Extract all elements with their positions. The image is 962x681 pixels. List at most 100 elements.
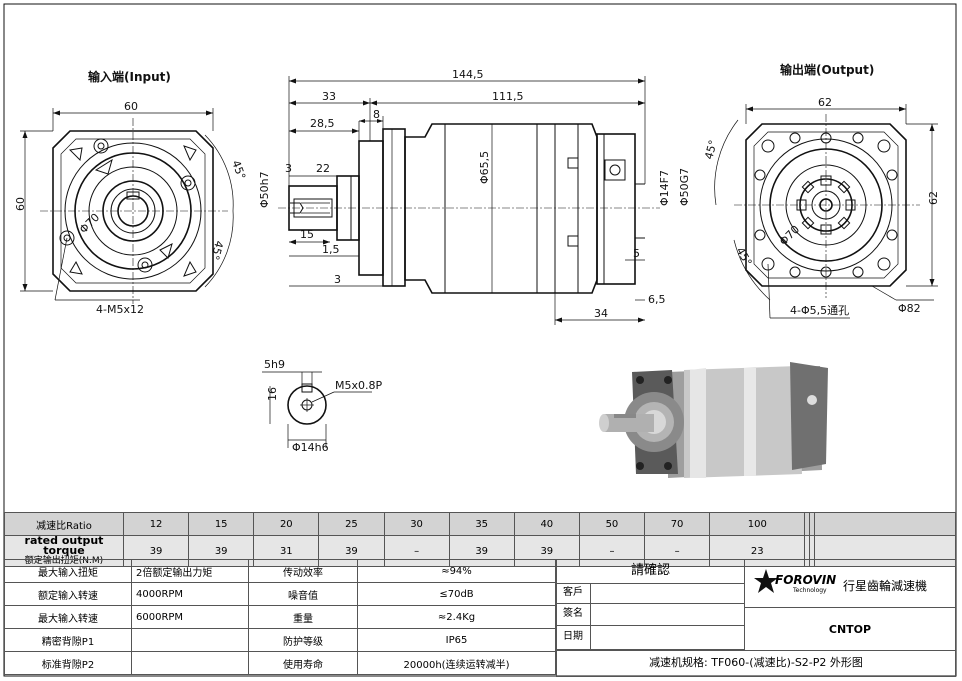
ratio-cell: 40: [513, 512, 580, 536]
brand-name: FOROVIN: [775, 573, 837, 587]
output-angle-dim: 45°: [702, 139, 720, 161]
shaft-key-detail: 5h9 M5x0.8P 16 Φ14h6: [262, 358, 382, 454]
ratio-row: 减速比Ratio 12 15 20 25 30 35 40 50 70 100: [4, 512, 956, 536]
drawing-border: [3, 3, 957, 677]
product-code: CNTOP: [828, 623, 872, 636]
ratio-cell: 100: [709, 512, 806, 536]
output-pcd-dim: Φ70: [777, 223, 802, 248]
spec-value: 6000RPM: [131, 605, 249, 629]
side-bore-dim: Φ50h7: [258, 171, 271, 208]
ratio-table: 减速比Ratio 12 15 20 25 30 35 40 50 70 100 …: [4, 512, 956, 567]
spec-label: 标准背隙P2: [4, 651, 132, 675]
ratio-cell: 15: [188, 512, 255, 536]
input-holes-callout: 4-M5x12: [96, 303, 144, 316]
brand-star-icon: [754, 569, 778, 593]
company-name: 行星齒輪減速機: [843, 579, 928, 593]
input-angle-bottom: 45°: [208, 239, 226, 261]
spec-label: 传动效率: [248, 559, 358, 583]
gearbox-3d-render: [599, 362, 828, 478]
confirm-label: 請確認: [557, 560, 745, 584]
brand-cell: FOROVIN Technology 行星齒輪減速機: [745, 560, 955, 608]
title-block: 請確認 客戶 簽名 日期 FOROVIN Technology 行星齒輪減速機 …: [556, 559, 956, 677]
input-height-dim: 60: [14, 197, 27, 211]
key-thread-dim: M5x0.8P: [335, 379, 382, 392]
spec-value: 20000h(连续运转减半): [357, 651, 556, 675]
side-d3b: 3: [334, 273, 341, 286]
input-width-dim: 60: [124, 100, 138, 113]
spec-row: 精密背隙P1 防护等级 IP65: [4, 628, 556, 652]
spec-label: 额定输入转速: [4, 582, 132, 606]
spec-label: 防护等级: [248, 628, 358, 652]
spec-table: 最大输入扭矩 2倍额定输出力矩 传动效率 ≈94% 额定输入转速 4000RPM…: [4, 559, 556, 675]
key-height-dim: 16: [266, 387, 279, 401]
spec-title: 减速机规格: TF060-(减速比)-S2-P2 外形图: [557, 650, 955, 676]
side-d285: 28,5: [310, 117, 335, 130]
ratio-cell: 25: [318, 512, 385, 536]
customer-label: 客戶: [557, 584, 591, 604]
spec-label: 重量: [248, 605, 358, 629]
side-d15b: 1,5: [322, 243, 340, 256]
date-field: [591, 626, 745, 650]
side-d8: 8: [373, 108, 380, 121]
torque-cell: –: [578, 535, 646, 567]
ratio-cell-blank: [814, 512, 956, 536]
side-shaft-dim: Φ14F7: [658, 170, 671, 206]
side-flange-dim: Φ50G7: [678, 168, 691, 206]
side-body-dim: Φ65,5: [478, 151, 491, 184]
spec-value: ≈2.4Kg: [357, 605, 556, 629]
ratio-cell: 70: [643, 512, 711, 536]
output-width-dim: 62: [818, 96, 832, 109]
side-d33: 33: [322, 90, 336, 103]
key-width-dim: 5h9: [264, 358, 285, 371]
output-view-label: 输出端(Output): [780, 62, 874, 77]
side-d22: 22: [316, 162, 330, 175]
output-holes-callout: 4-Φ5,5通孔: [790, 304, 849, 317]
date-label: 日期: [557, 626, 591, 650]
brand-subtitle: Technology: [793, 587, 827, 594]
ratio-cell: 35: [448, 512, 515, 536]
side-total-dim: 144,5: [452, 68, 484, 81]
output-end-view: 62 62 45° Φ70 45° 4-Φ5,5通孔 Φ82: [702, 96, 940, 319]
customer-field: [591, 584, 745, 604]
spec-label: 精密背隙P1: [4, 628, 132, 652]
torque-cell-blank: [814, 535, 956, 567]
input-view-label: 输入端(Input): [88, 69, 171, 84]
spec-value: [131, 651, 249, 675]
spec-value: 4000RPM: [131, 582, 249, 606]
spec-value: 2倍额定输出力矩: [131, 559, 249, 583]
ratio-cell: 30: [383, 512, 450, 536]
side-d15: 15: [300, 228, 314, 241]
ratio-cell: 20: [253, 512, 320, 536]
side-d3a: 3: [285, 162, 292, 175]
side-d34: 34: [594, 307, 608, 320]
input-flange-outline: [52, 130, 214, 292]
spec-value: IP65: [357, 628, 556, 652]
spec-row: 最大输入扭矩 2倍额定输出力矩 传动效率 ≈94%: [4, 559, 556, 583]
spec-value: [131, 628, 249, 652]
spec-row: 标准背隙P2 使用寿命 20000h(连续运转减半): [4, 651, 556, 675]
side-d65: 6,5: [648, 293, 666, 306]
side-d5: 5: [633, 247, 640, 260]
torque-label-en: rated output torque: [24, 534, 104, 557]
spec-row: 最大输入转速 6000RPM 重量 ≈2.4Kg: [4, 605, 556, 629]
spec-label: 噪音值: [248, 582, 358, 606]
output-height-dim: 62: [927, 191, 940, 205]
ratio-label: 减速比Ratio: [4, 512, 124, 536]
side-d111: 111,5: [492, 90, 524, 103]
spec-row: 额定输入转速 4000RPM 噪音值 ≤70dB: [4, 582, 556, 606]
signature-field: [591, 604, 745, 626]
spec-label: 使用寿命: [248, 651, 358, 675]
spec-label: 最大输入转速: [4, 605, 132, 629]
output-outer-dim: Φ82: [898, 302, 921, 315]
input-end-view: 60 60 Φ70 45° 45° 4-M5x12: [14, 100, 248, 316]
torque-cell: 23: [709, 535, 806, 567]
spec-value: ≤70dB: [357, 582, 556, 606]
ratio-cell: 12: [122, 512, 190, 536]
input-angle-top: 45°: [229, 159, 248, 182]
spec-value: ≈94%: [357, 559, 556, 583]
spec-label: 最大输入扭矩: [4, 559, 132, 583]
ratio-cell: 50: [578, 512, 646, 536]
input-pcd-dim: Φ70: [77, 211, 102, 236]
key-dia-dim: Φ14h6: [292, 441, 329, 454]
